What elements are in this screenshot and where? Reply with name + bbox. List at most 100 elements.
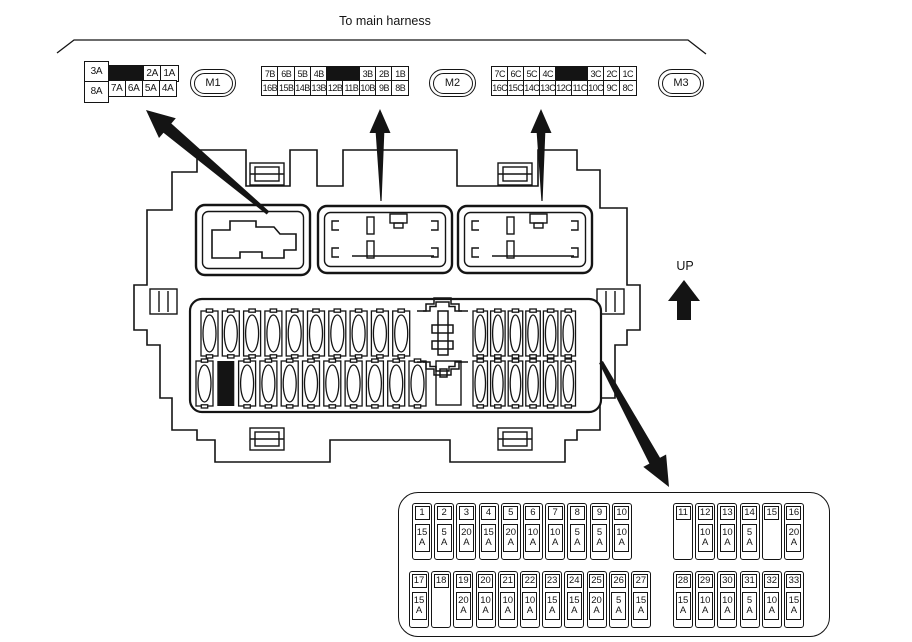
- fuse-slot: [370, 308, 390, 359]
- arrow-to-m3: [530, 109, 552, 201]
- connector-pin-label: 11C: [571, 80, 589, 97]
- fuse-slot-black: [217, 361, 235, 406]
- fuse-number: 9: [592, 505, 607, 520]
- fuse-number: 19: [455, 573, 471, 588]
- fuse-slot: [264, 308, 283, 359]
- connector-id-m1-label: M1: [193, 72, 233, 94]
- fuse-number: 16: [786, 505, 802, 520]
- harness-label: To main harness: [339, 14, 431, 28]
- fuse-number: 14: [742, 505, 758, 520]
- fuse-number: 25: [589, 573, 604, 588]
- fuse-number: 28: [675, 573, 691, 588]
- connector-pin-label: 5A: [141, 80, 160, 97]
- connector-pin-label: 12C: [555, 80, 573, 97]
- fuse-number: 29: [697, 573, 713, 588]
- connector-socket-m3: [456, 204, 594, 275]
- connector-id-m1: M1: [190, 69, 236, 97]
- fuse-number: 32: [764, 573, 780, 588]
- connector-pin-label: 9C: [603, 80, 621, 97]
- fuse-number: 17: [411, 573, 427, 588]
- connector-pin-label: 11B: [342, 80, 361, 97]
- fuse-number: 21: [500, 573, 516, 588]
- fuse-number: 7: [547, 505, 563, 520]
- fuse-cell: 15: [761, 503, 782, 560]
- fuse-slot: [365, 358, 385, 409]
- harness-bracket: [56, 39, 707, 55]
- side-clip-left: [149, 288, 178, 315]
- fuse-slot: [472, 308, 489, 359]
- fuse-number: 2: [436, 505, 452, 520]
- connector-key-block: [107, 64, 145, 82]
- fuse-slot: [507, 358, 524, 409]
- retainer-key: [417, 297, 468, 378]
- arrow-to-m1: [146, 110, 270, 215]
- fuse-slot: [328, 308, 347, 359]
- fuse-slot: [237, 358, 257, 409]
- connector-pin-label: 7A: [107, 80, 126, 97]
- connector-socket-m1: [194, 203, 312, 277]
- fuse-slot: [349, 308, 368, 359]
- connector-pin-label: 13C: [539, 80, 557, 97]
- connector-id-m3-label: M3: [661, 72, 701, 94]
- fuse-slot: [489, 358, 506, 409]
- top-clip-left: [249, 162, 285, 186]
- connector-pin-label: 12B: [326, 80, 344, 97]
- fuse-slot: [525, 358, 541, 409]
- connector-id-m2-label: M2: [432, 72, 473, 94]
- fuse-number: 6: [525, 505, 541, 520]
- fuse-number: 5: [503, 505, 519, 520]
- fuse-slot: [344, 358, 363, 409]
- fuse-number: 26: [611, 573, 627, 588]
- connector-pin-label: 1A: [160, 64, 179, 82]
- fuse-number: 15: [764, 505, 780, 520]
- connector-pin-label: 14B: [293, 80, 312, 97]
- fuse-slot: [542, 308, 559, 359]
- fuse-number: 27: [633, 573, 649, 588]
- connector-id-m3: M3: [658, 69, 704, 97]
- blank-slot: [435, 360, 462, 406]
- connector-pin-label: 2A: [143, 64, 162, 82]
- fuse-number: 30: [719, 573, 735, 588]
- fuse-slot-rows: [195, 308, 577, 409]
- fuse-number: 10: [614, 505, 630, 520]
- connector-pin-label: 8A: [84, 81, 109, 103]
